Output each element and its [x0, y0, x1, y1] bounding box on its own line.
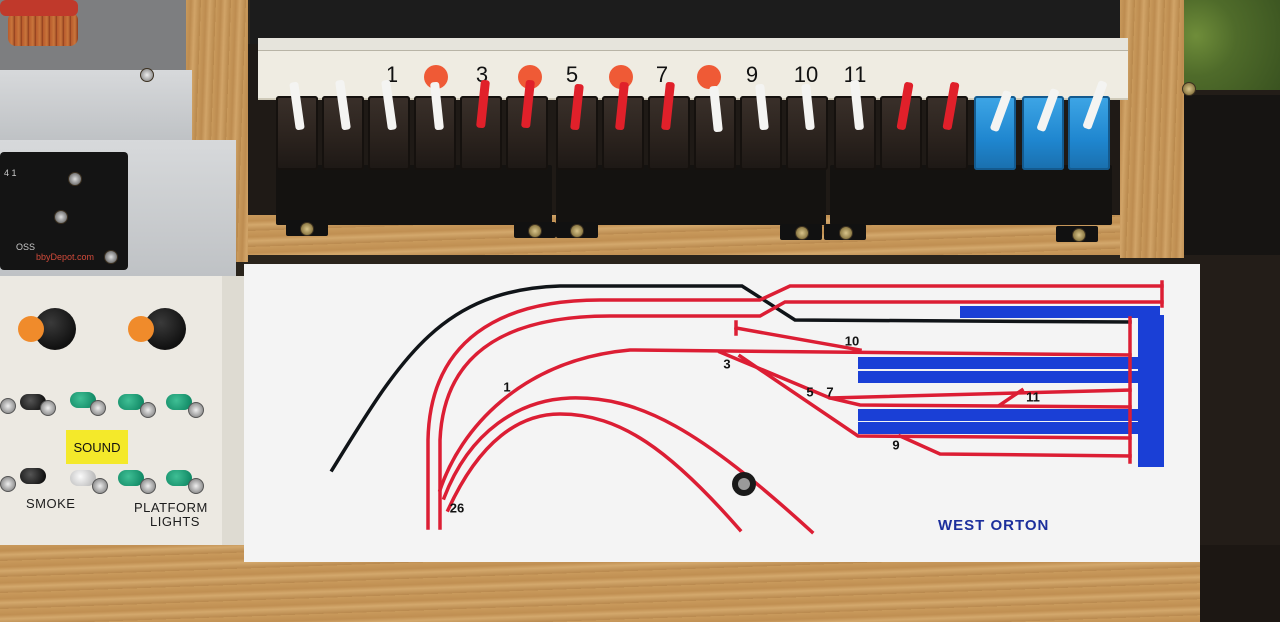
knob-orange-cap: [18, 316, 44, 342]
siding-blue: [858, 422, 1138, 434]
speed-knob-left[interactable]: [18, 308, 76, 350]
screw: [300, 222, 314, 236]
siding-blue: [858, 357, 1138, 369]
smoke-label: SMOKE: [26, 496, 76, 511]
siding-blue: [858, 371, 1138, 383]
toggle-base: [188, 478, 204, 494]
display-text-3: bbyDepot.com: [36, 252, 95, 262]
track-line-red: [827, 395, 1132, 409]
track-line-red: [438, 300, 1164, 530]
layout-base-shadow: [1200, 545, 1280, 622]
lever-base-block-2: [556, 165, 826, 225]
top-black-panel: [250, 0, 1135, 44]
track-number-26: 26: [449, 500, 465, 516]
lever-base-block-3: [830, 165, 1112, 225]
toggle-switch-green[interactable]: [118, 394, 144, 410]
siding-blue: [858, 409, 1138, 421]
control-box-lid: [0, 70, 192, 140]
toggle-base: [0, 398, 16, 414]
toggle-base: [140, 402, 156, 418]
screw: [1072, 228, 1086, 242]
knob-orange-cap: [128, 316, 154, 342]
toggle-switch-green[interactable]: [70, 392, 96, 408]
lever-frame-blue-1: [974, 96, 1016, 170]
screw: [570, 224, 584, 238]
display-text-1: 4 1: [4, 168, 17, 178]
track-number-7: 7: [826, 384, 834, 400]
lever-number-10: 10: [793, 62, 819, 87]
sound-label: SOUND: [66, 430, 128, 464]
toggle-switch-green[interactable]: [166, 470, 192, 486]
toggle-switch-green[interactable]: [166, 394, 192, 410]
station-name-label: WEST ORTON: [938, 517, 1050, 534]
toggle-base: [40, 400, 56, 416]
screw: [104, 250, 118, 264]
track-number-1: 1: [503, 379, 511, 395]
toggle-base: [92, 478, 108, 494]
track-line-black: [329, 284, 1132, 473]
display-text-2: OSS: [16, 242, 36, 252]
track-line-red: [426, 284, 1164, 530]
lever-base-block-1: [276, 165, 552, 225]
toggle-base: [188, 402, 204, 418]
toggle-base: [0, 476, 16, 492]
track-line-red: [437, 348, 1132, 493]
track-number-3: 3: [723, 356, 731, 372]
panel-bolt-center: [738, 478, 750, 490]
track-line-red: [441, 396, 815, 535]
speed-knob-right[interactable]: [128, 308, 186, 350]
screw: [54, 210, 68, 224]
lever-number-5: 5: [565, 62, 579, 87]
panel-divider: [222, 276, 244, 548]
toggle-switch-platform-lights[interactable]: [118, 470, 144, 486]
screw: [140, 68, 154, 82]
platform-lights-label-line2: LIGHTS: [150, 514, 200, 529]
screw: [795, 226, 809, 240]
toggle-switch-black[interactable]: [20, 394, 46, 410]
track-line-red: [733, 325, 863, 353]
siding-blue: [960, 306, 1160, 318]
track-line-red: [897, 433, 1132, 458]
screw: [528, 224, 542, 238]
track-line-red: [445, 412, 743, 533]
track-number-9: 9: [892, 437, 900, 453]
screw: [839, 226, 853, 240]
track-line-red: [997, 387, 1025, 408]
right-black-board: [1184, 95, 1280, 255]
coil-part: [0, 0, 78, 16]
lever-frame-wood-right: [1120, 0, 1184, 258]
screw: [1182, 82, 1196, 96]
lever-number-11: 11: [843, 62, 867, 87]
buffer-block-blue: [1138, 315, 1164, 467]
toggle-switch-white[interactable]: [70, 470, 96, 486]
lever-number-9: 9: [745, 62, 759, 87]
platform-lights-label-line1: PLATFORM: [134, 500, 208, 515]
control-display-panel: 4 1 OSS bbyDepot.com: [0, 152, 128, 270]
track-number-11: 11: [1026, 389, 1040, 405]
screw: [68, 172, 82, 186]
toggle-base: [140, 478, 156, 494]
track-number-10: 10: [844, 333, 860, 349]
coil-part: [8, 12, 78, 46]
toggle-switch-smoke[interactable]: [20, 468, 46, 484]
track-line-red: [737, 353, 1132, 440]
lever-number-7: 7: [655, 62, 669, 87]
track-number-5: 5: [806, 384, 814, 400]
lever-dot-8: [697, 65, 721, 89]
aluminium-rail: [258, 38, 1128, 51]
toggle-base: [90, 400, 106, 416]
